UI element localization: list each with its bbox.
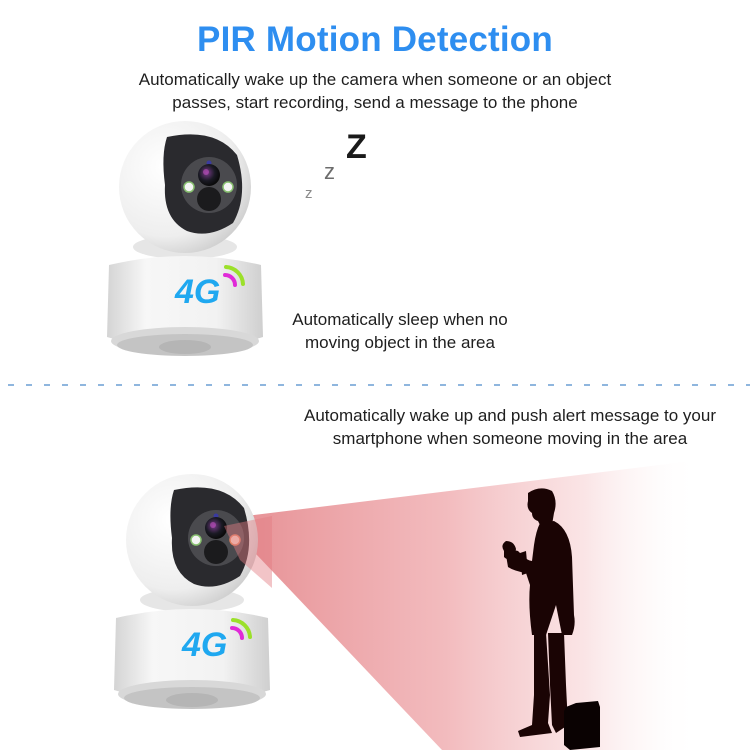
sleep-caption-line-2: moving object in the area — [305, 333, 495, 352]
alert-caption: Automatically wake up and push alert mes… — [270, 404, 750, 450]
page-title: PIR Motion Detection — [197, 20, 553, 59]
person-silhouette — [480, 485, 620, 750]
subtitle-line-2: passes, start recording, send a message … — [172, 93, 578, 112]
svg-text:4G: 4G — [174, 273, 220, 311]
alert-caption-line-2: smartphone when someone moving in the ar… — [332, 429, 688, 448]
security-camera-icon: 4G — [107, 121, 263, 356]
sleep-z-small: z — [305, 185, 313, 202]
security-camera-icon: 4G — [114, 474, 272, 709]
section-divider — [8, 384, 750, 386]
svg-text:4G: 4G — [181, 626, 227, 664]
camera-alert: 4G — [112, 468, 272, 718]
alert-caption-line-1: Automatically wake up and push alert mes… — [303, 406, 716, 425]
sleep-caption: Automatically sleep when no moving objec… — [270, 308, 530, 354]
sleep-caption-line-1: Automatically sleep when no — [292, 310, 508, 329]
camera-sleeping: 4G — [105, 115, 265, 365]
subtitle-line-1: Automatically wake up the camera when so… — [138, 70, 612, 89]
sleep-z-medium: z — [324, 159, 335, 184]
page-subtitle: Automatically wake up the camera when so… — [0, 68, 750, 114]
person-silhouette-icon — [502, 488, 600, 750]
sleep-z-large: Z — [346, 128, 367, 166]
